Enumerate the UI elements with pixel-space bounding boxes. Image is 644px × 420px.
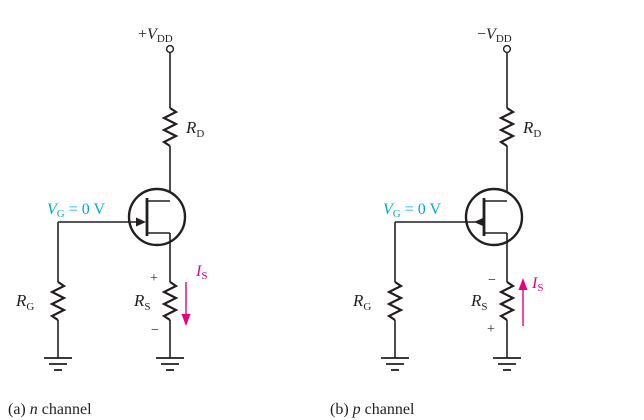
- caption-p-channel: (b) p channel: [330, 401, 415, 418]
- source-resistor: [161, 281, 179, 321]
- ground-source: [493, 357, 521, 371]
- ground-gate: [44, 357, 72, 371]
- source-resistor-label: RS: [133, 291, 151, 313]
- gate-resistor: [386, 281, 404, 321]
- source-resistor-top-polarity: −: [488, 273, 496, 288]
- source-current-label: IS: [531, 275, 543, 294]
- jfet-symbol: [127, 187, 187, 247]
- supply-label: −VDD: [477, 26, 512, 45]
- circuit-p-channel: −VDD RD VG = 0 V RG RS − +: [330, 26, 543, 418]
- source-resistor-label: RS: [470, 291, 488, 313]
- source-current-arrowhead: [181, 314, 191, 326]
- ground-source: [156, 357, 184, 371]
- gate-voltage-label: VG = 0 V: [383, 201, 441, 220]
- gate-resistor: [49, 281, 67, 321]
- gate-resistor-label: RG: [352, 291, 371, 313]
- supply-terminal: [502, 44, 512, 54]
- source-current-label: IS: [195, 263, 207, 282]
- jfet-symbol: [464, 187, 524, 247]
- gate-arrow: [136, 217, 146, 227]
- supply-label: +VDD: [138, 26, 173, 45]
- source-resistor-top-polarity: +: [150, 271, 158, 286]
- source-resistor-bottom-polarity: −: [151, 323, 159, 338]
- drain-resistor: [498, 107, 516, 147]
- drain-resistor-label: RD: [185, 118, 204, 140]
- source-resistor: [498, 281, 516, 321]
- circuit-n-channel: +VDD RD VG = 0 V RG RS +: [8, 26, 207, 418]
- source-current-arrowhead: [518, 278, 528, 290]
- drain-resistor: [161, 107, 179, 147]
- gate-resistor-label: RG: [15, 291, 34, 313]
- supply-terminal: [165, 44, 175, 54]
- source-resistor-bottom-polarity: +: [487, 322, 495, 337]
- gate-arrow: [474, 217, 484, 227]
- ground-gate: [381, 357, 409, 371]
- gate-voltage-label: VG = 0 V: [47, 201, 105, 220]
- caption-n-channel: (a) n channel: [8, 401, 92, 418]
- drain-resistor-label: RD: [522, 118, 541, 140]
